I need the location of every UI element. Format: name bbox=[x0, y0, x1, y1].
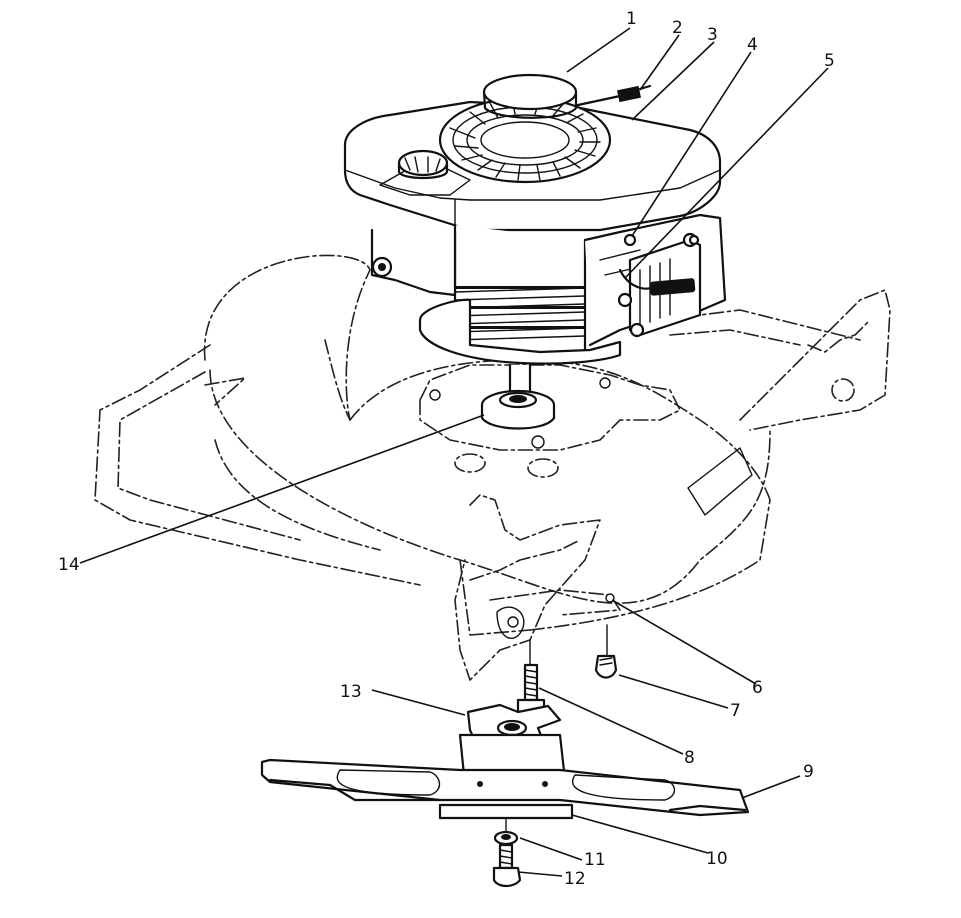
spark-plug bbox=[618, 268, 696, 296]
callout-6: 6 bbox=[752, 678, 763, 698]
callout-10: 10 bbox=[706, 849, 728, 869]
callout-3: 3 bbox=[707, 25, 718, 45]
callout-7: 7 bbox=[730, 701, 741, 721]
callout-11: 11 bbox=[584, 850, 606, 870]
blade-bolt bbox=[492, 843, 522, 888]
spark-plug-lead bbox=[576, 84, 652, 107]
crankshaft-pulley bbox=[480, 363, 556, 430]
callout-1: 1 bbox=[626, 9, 637, 29]
screw-8 bbox=[516, 639, 546, 714]
callout-14: 14 bbox=[58, 555, 80, 575]
callout-8: 8 bbox=[684, 748, 695, 768]
starter-cap bbox=[482, 73, 578, 119]
callout-5: 5 bbox=[824, 51, 835, 71]
cooling-fins bbox=[454, 286, 586, 341]
callout-9: 9 bbox=[803, 762, 814, 782]
callout-13: 13 bbox=[340, 682, 362, 702]
fuel-cap bbox=[397, 149, 449, 180]
bolt-7 bbox=[594, 624, 618, 679]
callout-2: 2 bbox=[672, 18, 683, 38]
mower-deck bbox=[94, 254, 891, 681]
washer bbox=[493, 817, 519, 846]
callout-4: 4 bbox=[747, 35, 758, 55]
recoil-starter-grid bbox=[438, 96, 612, 184]
blade bbox=[260, 758, 750, 817]
callout-12: 12 bbox=[564, 869, 586, 889]
blade-stiffener bbox=[438, 803, 574, 820]
engine bbox=[343, 73, 727, 430]
leader-lines bbox=[79, 27, 829, 877]
callout-labels: 1 2 3 4 5 6 7 8 9 10 11 12 13 14 bbox=[58, 9, 835, 889]
